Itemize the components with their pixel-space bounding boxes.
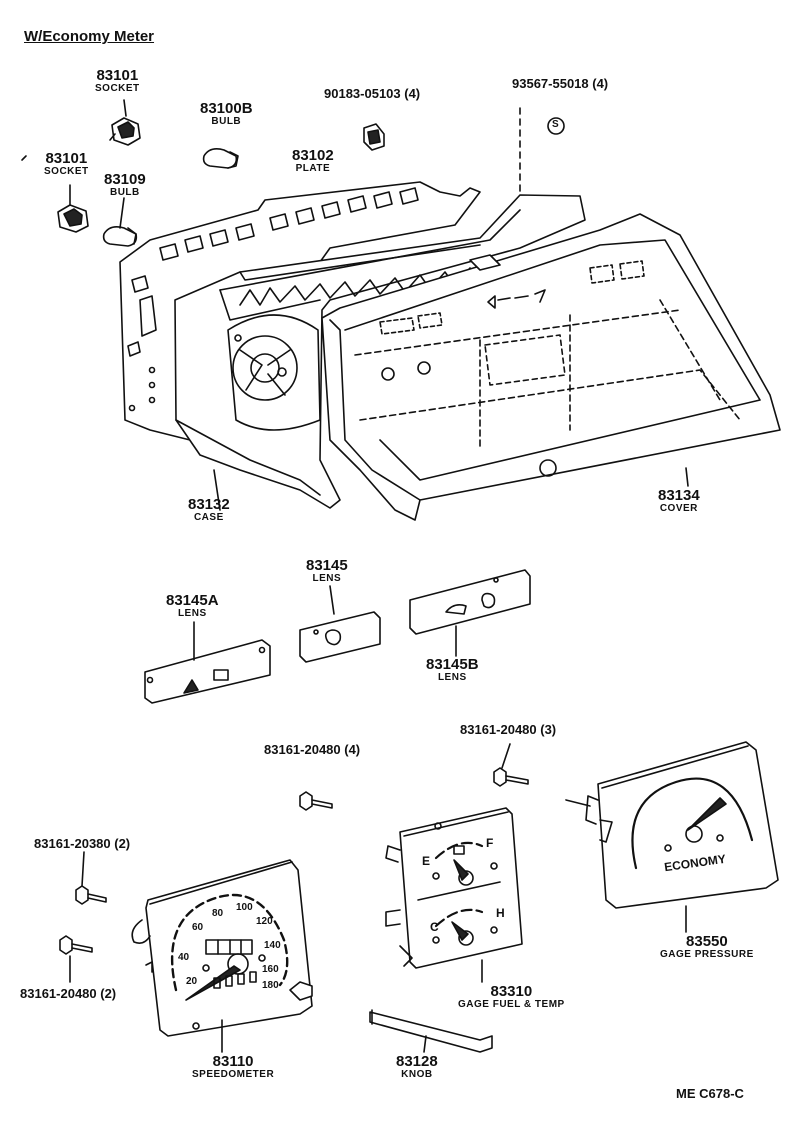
socket-a-leader [123, 99, 127, 117]
part-name: GAGE PRESSURE [660, 949, 754, 960]
part-number: 83145B [426, 656, 479, 673]
part-name: SPEEDOMETER [192, 1069, 275, 1080]
lens-a-label: 83145A LENS [166, 593, 219, 619]
bulb-b-leader [119, 197, 125, 229]
lens-b-label: 83145B LENS [426, 657, 479, 683]
part-name: LENS [312, 573, 342, 584]
part-name: SOCKET [44, 166, 89, 177]
speedo-tick-180: 180 [262, 980, 279, 991]
part-number: 83550 [686, 933, 728, 950]
speedo-tick-120: 120 [256, 916, 273, 927]
part-number: 83145 [306, 557, 348, 574]
speedo-tick-160: 160 [262, 964, 279, 975]
bulb-a-label: 83100B BULB [200, 101, 253, 127]
lens-leader [329, 585, 335, 615]
bolt-380-drawing [75, 885, 107, 905]
temp-c-mark: C [430, 920, 439, 934]
part-name: LENS [437, 672, 467, 683]
bolt-4-drawing [299, 791, 333, 811]
bulb-a-drawing [202, 148, 239, 169]
speedometer-label: 83110 SPEEDOMETER [192, 1054, 274, 1080]
lens-label: 83145 LENS [306, 558, 348, 584]
speedo-tick-60: 60 [192, 922, 204, 933]
lens-a-drawing [144, 639, 271, 704]
gage-fuel-label: 83310 GAGE FUEL & TEMP [458, 984, 565, 1010]
screw-s-label: 93567-55018 (4) [512, 76, 609, 91]
part-name: KNOB [401, 1069, 433, 1080]
socket-b-drawing [57, 204, 89, 233]
knob-label: 83128 KNOB [396, 1054, 438, 1080]
diagram-title: W/Economy Meter [24, 28, 155, 45]
speedometer-drawing [131, 859, 313, 1037]
socket-a-drawing [109, 117, 141, 146]
case-label: 83132 CASE [188, 497, 230, 523]
part-name: GAGE FUEL & TEMP [458, 999, 565, 1010]
cover-leader [685, 467, 689, 487]
cover-label: 83134 COVER [658, 488, 700, 514]
bolt-480-2-drawing [59, 935, 93, 955]
gage-fuel-drawing [385, 807, 523, 969]
speedo-tick-40: 40 [178, 952, 190, 963]
part-number: 83100B [200, 100, 253, 117]
bolt-4-label: 83161-20480 (4) [264, 742, 361, 757]
bulb-b-label: 83109 BULB [104, 172, 146, 198]
fuel-e-mark: E [422, 854, 431, 868]
gage-pressure-drawing [565, 741, 779, 909]
part-number: 83132 [188, 496, 230, 513]
part-number: 83101 [45, 150, 88, 167]
bolt-380-label: 83161-20380 (2) [34, 836, 131, 851]
part-number: 83145A [166, 592, 219, 609]
gage-pressure-label: 83550 GAGE PRESSURE [660, 934, 754, 960]
fuel-f-mark: F [486, 836, 494, 850]
part-name: PLATE [295, 163, 331, 174]
clip-drawing [363, 123, 385, 151]
knob-drawing [369, 1009, 493, 1053]
speedo-tick-100: 100 [236, 902, 253, 913]
socket-a-label: 83101 SOCKET [95, 68, 140, 94]
speedo-tick-140: 140 [264, 940, 281, 951]
bolt-3-drawing [493, 767, 529, 787]
temp-h-mark: H [496, 906, 505, 920]
lens-b-drawing [409, 569, 531, 635]
part-name: SOCKET [95, 83, 140, 94]
knob-leader [423, 1035, 427, 1053]
part-number: 83101 [96, 67, 139, 84]
bolt-3-label: 83161-20480 (3) [460, 722, 557, 737]
part-number: 83128 [396, 1053, 438, 1070]
part-number: 83109 [104, 171, 146, 188]
bolt-480-2-label: 83161-20480 (2) [20, 986, 117, 1001]
cover-drawing [321, 213, 781, 521]
part-name: BULB [211, 116, 242, 127]
part-number: 83102 [292, 147, 334, 164]
part-name: COVER [659, 503, 698, 514]
socket-b-label: 83101 SOCKET [44, 151, 89, 177]
part-name: LENS [177, 608, 207, 619]
case-leader [213, 469, 221, 511]
plate-drawing [119, 181, 481, 441]
clip-label: 90183-05103 (4) [324, 86, 421, 101]
bulb-b-drawing [102, 226, 138, 247]
part-number: 83310 [490, 983, 533, 1000]
part-number: 83110 [212, 1053, 254, 1070]
speedo-tick-20: 20 [186, 976, 198, 987]
diagram-code: ME C678-C [676, 1086, 744, 1101]
screw-s-drawing [547, 117, 565, 135]
part-name: BULB [109, 187, 140, 198]
plate-label: 83102 PLATE [292, 148, 334, 174]
part-number: 83134 [658, 487, 700, 504]
speedo-tick-80: 80 [212, 908, 224, 919]
lens-drawing [299, 611, 381, 663]
part-name: CASE [193, 512, 224, 523]
screw-s-mark: S [552, 119, 559, 130]
